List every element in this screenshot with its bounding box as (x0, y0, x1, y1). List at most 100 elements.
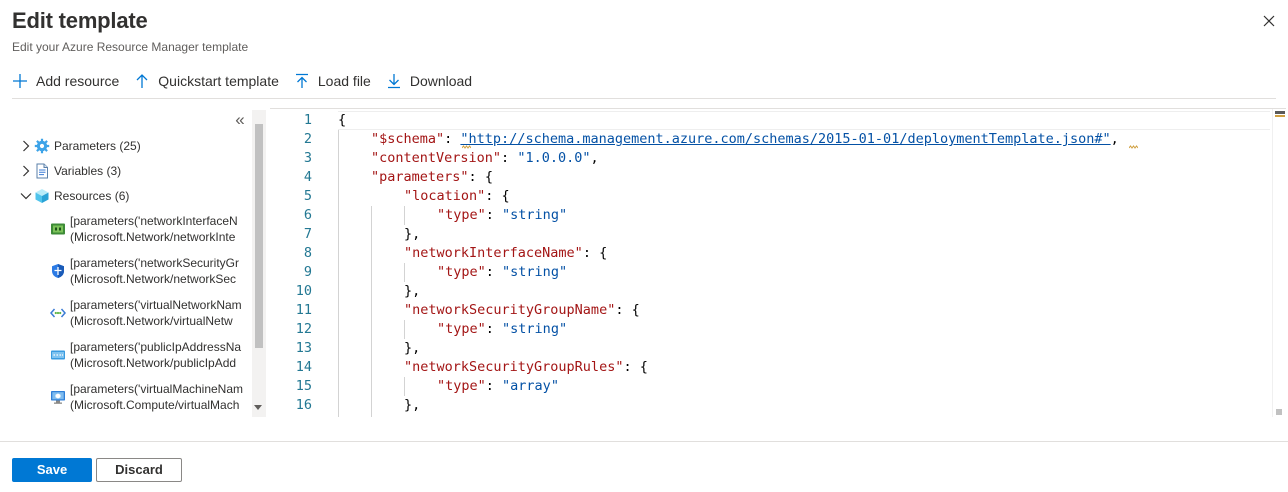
page-title: Edit template (12, 8, 148, 33)
scroll-down-arrow-icon[interactable] (254, 405, 262, 410)
editor-scrollbar-thumb[interactable] (1276, 409, 1282, 415)
token-colon: : (485, 378, 503, 394)
add-resource-label: Add resource (36, 73, 120, 89)
line-number: 14 (295, 359, 312, 375)
code-line-12: "type": "string" (437, 320, 567, 339)
code-line-4: "parameters": { (371, 168, 493, 187)
editor-scrollbar[interactable] (1272, 109, 1286, 417)
token-key: "type" (437, 207, 486, 223)
resources-cube-icon (34, 188, 51, 205)
line-number: 10 (295, 283, 312, 299)
chevron-right-icon (23, 140, 30, 152)
line-number: 15 (295, 378, 312, 394)
toolbar-divider (12, 98, 1276, 99)
schema-url-link[interactable]: "http://schema.management.azure.com/sche… (460, 131, 1111, 147)
line-number-gutter: 1 2 3 4 5 6 7 8 9 10 11 12 13 14 15 16 (270, 109, 338, 417)
code-line-2: "$schema": "http://schema.management.azu… (371, 130, 1119, 149)
resource-item-virtual-network[interactable]: [parameters('virtualNetworkNam (Microsof… (48, 296, 256, 332)
public-ip-icon (50, 347, 66, 363)
line-number: 1 (303, 112, 312, 128)
variables-document-icon (34, 163, 51, 180)
indent-guide (404, 320, 405, 339)
current-line-highlight (338, 111, 1270, 130)
chevron-right-icon (23, 165, 30, 177)
code-editor[interactable]: 1 2 3 4 5 6 7 8 9 10 11 12 13 14 15 16 {… (270, 108, 1286, 417)
resource-item-virtual-machine[interactable]: [parameters('virtualMachineNam (Microsof… (48, 380, 256, 416)
discard-button[interactable]: Discard (96, 458, 182, 482)
tree-scrollbar-thumb[interactable] (255, 124, 263, 348)
line-number: 5 (303, 188, 312, 204)
page-subtitle: Edit your Azure Resource Manager templat… (12, 40, 249, 54)
download-button[interactable]: Download (386, 68, 472, 94)
line-number: 7 (303, 226, 312, 242)
collapse-pane-button[interactable]: « (235, 110, 245, 129)
line-number: 13 (295, 340, 312, 356)
token-brace: }, (404, 226, 421, 242)
virtual-machine-icon (50, 389, 66, 405)
token-string: "string" (502, 321, 568, 337)
token-key: "parameters" (371, 169, 469, 185)
indent-guide (404, 377, 405, 396)
upload-icon (295, 73, 308, 88)
token-brace: { (599, 245, 608, 261)
virtual-network-icon (50, 305, 66, 321)
indent-guide (371, 206, 372, 417)
token-brace: { (501, 188, 510, 204)
resource-name: [parameters('publicIpAddressNa (70, 340, 242, 354)
footer-divider (0, 441, 1288, 442)
tree-node-parameters-label: Parameters (25) (54, 139, 141, 153)
resource-type: (Microsoft.Network/publicIpAdd (70, 356, 237, 370)
token-key: "contentVersion" (371, 150, 502, 166)
quickstart-template-label: Quickstart template (158, 73, 279, 89)
code-line-16: }, (404, 396, 420, 415)
resource-item-network-security-group[interactable]: [parameters('networkSecurityGr (Microsof… (48, 254, 256, 290)
arrow-up-icon (136, 74, 148, 88)
download-icon (387, 74, 400, 89)
token: { (338, 112, 347, 128)
token-brace: { (484, 169, 493, 185)
save-button[interactable]: Save (12, 458, 92, 482)
tree-node-resources[interactable]: Resources (6) (19, 186, 129, 206)
code-line-7: }, (404, 225, 420, 244)
resource-type: (Microsoft.Compute/virtualMach (70, 398, 240, 412)
overview-ruler-warning-marker (1275, 115, 1285, 117)
token-colon: : (501, 150, 518, 166)
quickstart-template-button[interactable]: Quickstart template (134, 68, 279, 94)
warning-squiggle-icon (1129, 145, 1138, 149)
token-brace: }, (404, 283, 421, 299)
token-colon: : (485, 207, 503, 223)
code-line-11: "networkSecurityGroupName": { (404, 301, 640, 320)
tree-node-variables[interactable]: Variables (3) (19, 161, 121, 181)
tree-node-resources-label: Resources (6) (54, 189, 130, 203)
tree-node-parameters[interactable]: Parameters (25) (19, 136, 141, 156)
resource-item-public-ip[interactable]: [parameters('publicIpAddressNa (Microsof… (48, 338, 256, 374)
token-colon: : (485, 264, 503, 280)
close-button[interactable] (1258, 10, 1280, 32)
resource-name: [parameters('virtualMachineNam (70, 382, 244, 396)
code-line-6: "type": "string" (437, 206, 567, 225)
token-key: "networkSecurityGroupName" (404, 302, 616, 318)
token-key: "type" (437, 321, 486, 337)
code-area[interactable]: { "$schema": "http://schema.management.a… (338, 109, 1270, 417)
token-colon: : (615, 302, 632, 318)
toolbar: Add resource Quickstart template Load fi… (12, 68, 487, 94)
code-line-5: "location": { (404, 187, 510, 206)
resource-type: (Microsoft.Network/networkSec (70, 272, 237, 286)
load-file-label: Load file (317, 73, 371, 89)
token-colon: : (485, 321, 503, 337)
line-number: 8 (303, 245, 312, 261)
add-resource-button[interactable]: Add resource (12, 68, 119, 94)
code-line-13: }, (404, 339, 420, 358)
indent-guide (338, 130, 339, 417)
tree-scrollbar[interactable] (252, 110, 266, 417)
token-key: "networkSecurityGroupRules" (404, 359, 624, 375)
load-file-button[interactable]: Load file (294, 68, 371, 94)
indent-guide (404, 263, 405, 282)
tree-node-variables-label: Variables (3) (54, 164, 122, 178)
resource-type: (Microsoft.Network/virtualNetw (70, 314, 233, 328)
overview-ruler-cursor-marker (1275, 111, 1285, 114)
token-key: "networkInterfaceName" (404, 245, 583, 261)
line-number: 12 (295, 321, 312, 337)
line-number: 6 (303, 207, 312, 223)
resource-item-network-interface[interactable]: [parameters('networkInterfaceN (Microsof… (48, 212, 256, 248)
